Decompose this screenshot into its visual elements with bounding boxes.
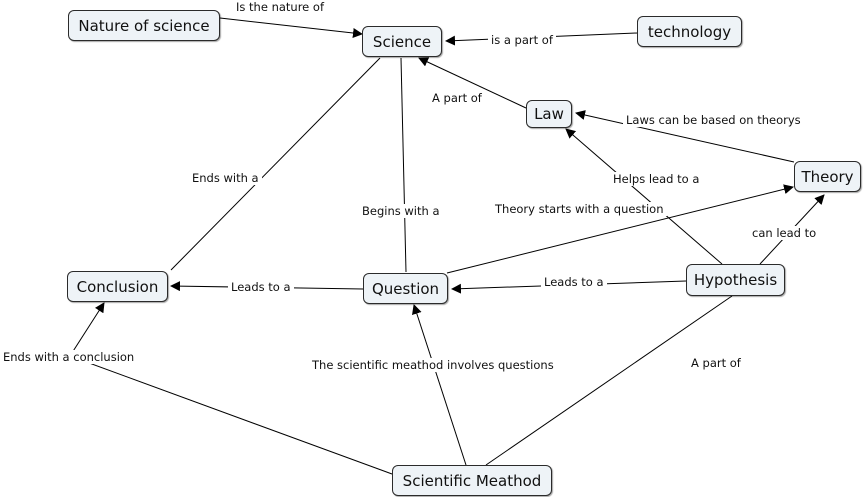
- node-hypothesis[interactable]: Hypothesis: [686, 264, 785, 296]
- link-nature-science: [219, 17, 363, 38]
- label-science-question: Begins with a: [359, 204, 443, 218]
- node-scientific-method[interactable]: Scientific Meathod: [392, 465, 552, 496]
- node-conclusion[interactable]: Conclusion: [67, 271, 168, 302]
- link-question-theory: [446, 184, 794, 274]
- node-theory[interactable]: Theory: [794, 161, 861, 192]
- link-theory-law: [575, 110, 795, 163]
- link-method-conclusion: [69, 302, 393, 475]
- link-law-science: [418, 57, 527, 109]
- label-question-theory: Theory starts with a question: [492, 202, 667, 216]
- link-method-hypothesis: [485, 295, 733, 466]
- label-hypothesis-question: Leads to a: [541, 275, 607, 289]
- node-science[interactable]: Science: [362, 26, 442, 57]
- link-science-question: [400, 57, 407, 273]
- label-method-conclusion: Ends with a conclusion: [0, 350, 138, 364]
- node-technology[interactable]: technology: [637, 16, 742, 47]
- label-nature-science: Is the nature of: [233, 0, 327, 14]
- label-question-conclusion: Leads to a: [228, 280, 294, 294]
- link-method-question: [412, 304, 467, 466]
- node-question[interactable]: Question: [363, 273, 448, 304]
- label-method-hypothesis: A part of: [688, 356, 744, 370]
- label-technology-science: is a part of: [488, 33, 556, 47]
- label-hypothesis-law: Helps lead to a: [610, 172, 703, 186]
- label-theory-law: Laws can be based on theorys: [623, 113, 804, 127]
- label-law-science: A part of: [429, 91, 485, 105]
- label-method-question: The scientific meathod involves question…: [309, 358, 557, 372]
- label-hypothesis-theory: can lead to: [749, 226, 820, 240]
- link-hypothesis-law: [565, 128, 723, 265]
- node-nature-of-science[interactable]: Nature of science: [68, 10, 220, 41]
- label-science-conclusion: Ends with a: [189, 171, 262, 185]
- node-law[interactable]: Law: [526, 100, 572, 128]
- link-science-conclusion: [170, 57, 381, 271]
